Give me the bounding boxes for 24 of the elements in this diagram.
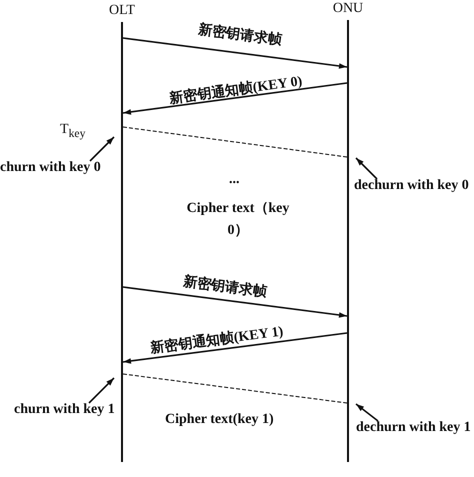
annotation-text: dechurn with key 0 xyxy=(354,178,469,194)
note-text: Cipher text(key 1) xyxy=(165,412,274,428)
leader-arrow xyxy=(89,136,115,162)
dashed-line xyxy=(122,374,348,404)
note-text: Cipher text（key 0） xyxy=(186,200,290,240)
ellipsis-text: ... xyxy=(229,172,240,188)
annotation-text: churn with key 1 xyxy=(14,402,115,418)
leader-arrow xyxy=(356,403,378,422)
edge-label: 新密钥通知帧(KEY 1) xyxy=(150,324,284,358)
message-arrow xyxy=(122,332,348,364)
annotation-text: dechurn with key 1 xyxy=(356,420,471,436)
message-arrow xyxy=(122,37,348,69)
message-arrow xyxy=(122,82,348,115)
leader-arrow xyxy=(88,377,115,404)
entity-label: OLT xyxy=(108,3,136,19)
entity-label: ONU xyxy=(332,1,364,17)
leader-arrow xyxy=(355,157,378,180)
edge-label: 新密钥通知帧(KEY 0) xyxy=(168,74,304,108)
time-label: T$_{key}$ xyxy=(60,122,86,142)
edge-label: 新密钥请求帧 xyxy=(182,274,268,302)
message-arrow xyxy=(122,286,348,318)
dashed-line xyxy=(122,126,348,158)
annotation-text: churn with key 0 xyxy=(0,160,101,176)
edge-label: 新密钥请求帧 xyxy=(197,22,283,50)
